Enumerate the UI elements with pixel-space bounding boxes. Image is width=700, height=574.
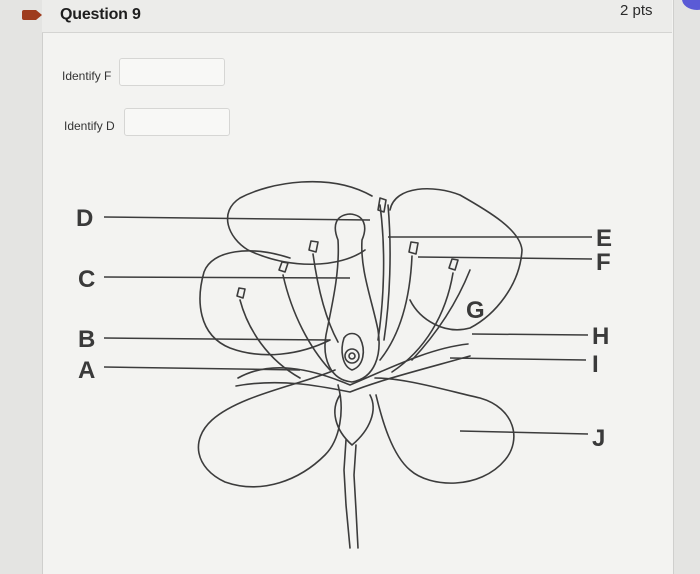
- label-g: G: [466, 297, 485, 324]
- flag-icon[interactable]: [22, 10, 42, 20]
- label-e: E: [596, 225, 612, 252]
- identify-d-input[interactable]: [124, 108, 230, 136]
- question-points: 2 pts: [620, 2, 653, 19]
- identify-f-input[interactable]: [119, 58, 225, 86]
- identify-f-label: Identify F: [62, 69, 112, 83]
- label-j: J: [592, 425, 605, 452]
- label-a: A: [78, 357, 95, 384]
- question-header: [42, 0, 672, 33]
- question-title: Question 9: [60, 6, 141, 23]
- label-f: F: [596, 249, 611, 276]
- label-b: B: [78, 326, 95, 353]
- corner-button[interactable]: [682, 0, 700, 10]
- label-h: H: [592, 323, 609, 350]
- label-i: I: [592, 351, 599, 378]
- label-c: C: [78, 266, 95, 293]
- identify-d-label: Identify D: [64, 119, 115, 133]
- label-d: D: [76, 205, 93, 232]
- question-card: [42, 0, 674, 574]
